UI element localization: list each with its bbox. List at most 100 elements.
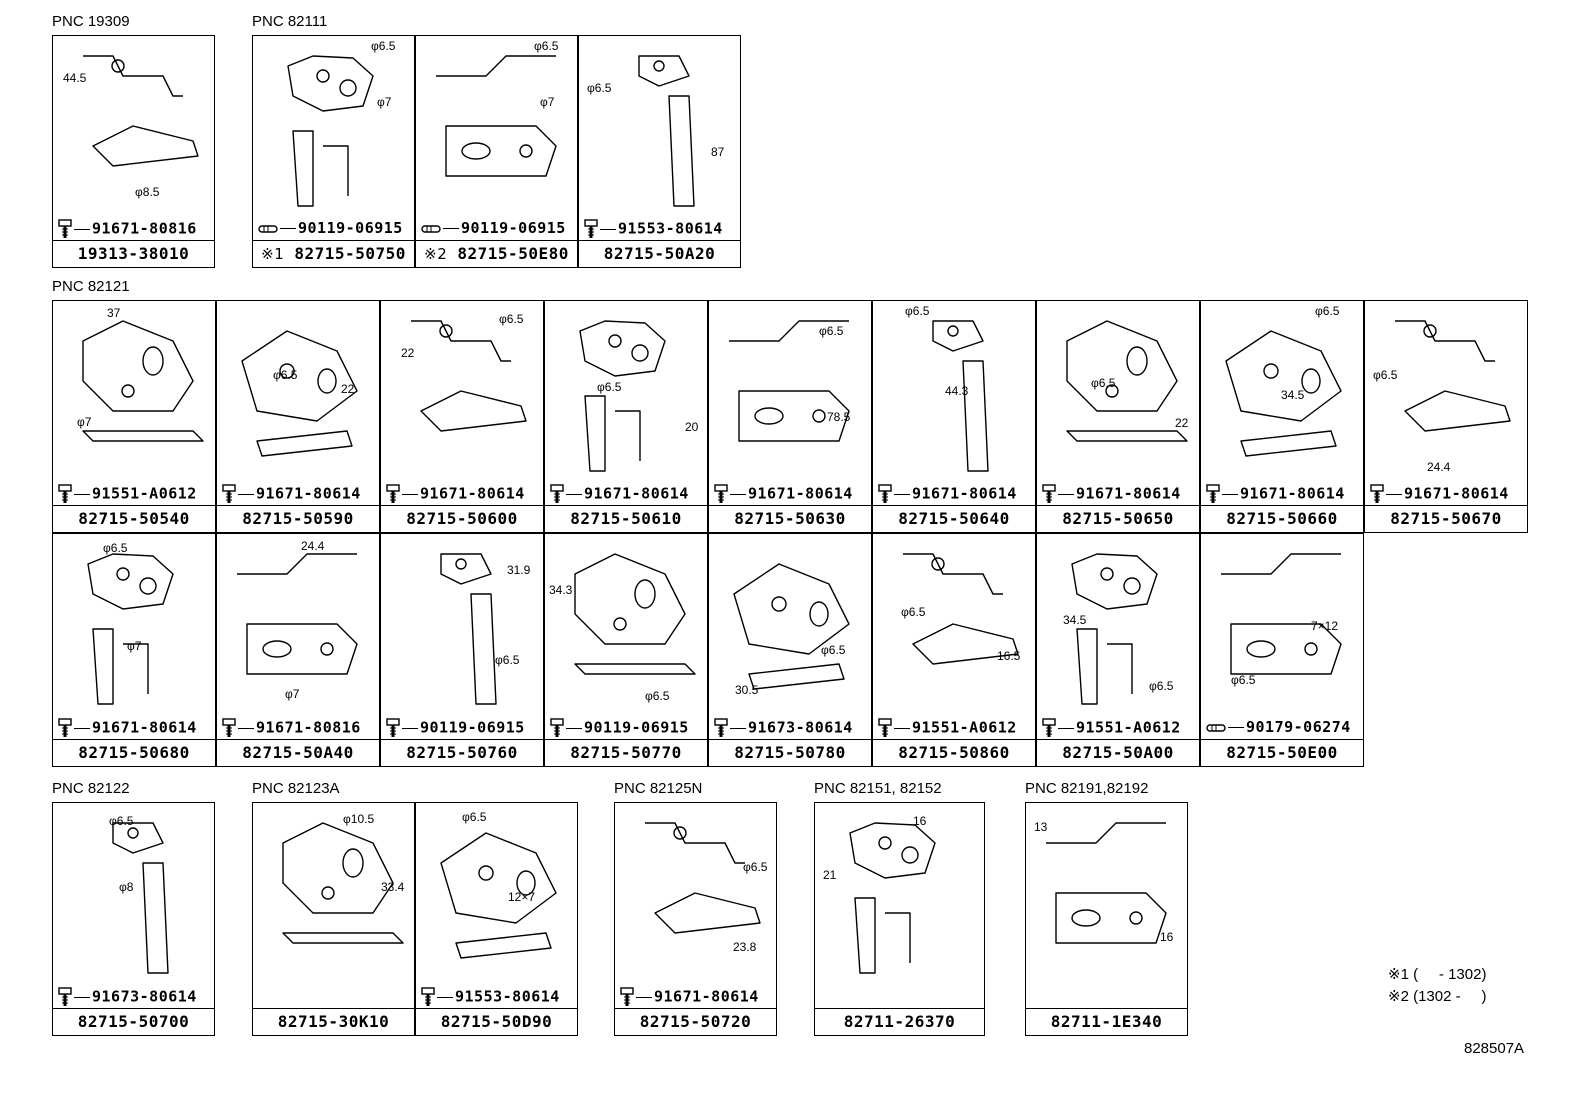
part-number[interactable]: 82715-50680 [53, 739, 215, 766]
part-number-text: 82715-50640 [898, 509, 1010, 528]
fastener-number: 91671-80614 [1240, 484, 1345, 503]
part-number[interactable]: 82715-50630 [709, 505, 871, 532]
dimension-label: φ6.5 [1231, 673, 1256, 687]
bolt-icon [1042, 718, 1056, 737]
fastener-part-number[interactable]: 90119-06915 [550, 718, 689, 738]
fastener-part-number[interactable]: 91671-80614 [58, 718, 197, 738]
fastener-part-number[interactable]: 91671-80614 [222, 484, 361, 504]
fastener-part-number[interactable]: 91553-80614 [584, 219, 723, 239]
part-number[interactable]: 19313-38010 [53, 240, 214, 267]
dimension-label: 37 [107, 306, 121, 320]
part-number-text: 82715-50770 [570, 743, 682, 762]
part-number[interactable]: 82715-50760 [381, 739, 543, 766]
fastener-part-number[interactable]: 91671-80614 [1370, 484, 1509, 504]
part-number[interactable]: 82715-50540 [53, 505, 215, 532]
part-number[interactable]: 82715-50670 [1365, 505, 1527, 532]
dimension-label: φ7 [540, 95, 555, 109]
fastener-part-number[interactable]: 91671-80816 [58, 219, 197, 239]
part-number-text: 82715-50670 [1390, 509, 1502, 528]
fastener-part-number[interactable]: 91673-80614 [714, 718, 853, 738]
fastener-part-number[interactable]: 91671-80614 [620, 987, 759, 1007]
fastener-part-number[interactable]: 91673-80614 [58, 987, 197, 1007]
fastener-part-number[interactable]: 90119-06915 [258, 219, 403, 237]
part-number-text: 82715-50700 [77, 1012, 190, 1031]
leader-line [74, 727, 90, 729]
part-number[interactable]: 82715-50D90 [416, 1008, 577, 1035]
part-number[interactable]: 82711-1E340 [1026, 1008, 1187, 1035]
part-number[interactable]: 82715-50640 [873, 505, 1035, 532]
fastener-number: 91673-80614 [92, 987, 197, 1006]
fastener-part-number[interactable]: 91671-80816 [222, 718, 361, 738]
part-number[interactable]: 82715-50860 [873, 739, 1035, 766]
fastener-part-number[interactable]: 91671-80614 [714, 484, 853, 504]
pnc-group-title: PNC 82111 [252, 13, 328, 30]
part-number[interactable]: 82711-26370 [815, 1008, 984, 1035]
fastener-part-number[interactable]: 91551-A0612 [1042, 718, 1181, 738]
part-number[interactable]: 82715-50600 [381, 505, 543, 532]
fastener-part-number[interactable]: 91671-80614 [386, 484, 525, 504]
fastener-part-number[interactable]: 91671-80614 [1206, 484, 1345, 504]
part-number[interactable]: 82715-50770 [545, 739, 707, 766]
part-number[interactable]: 82715-50A40 [217, 739, 379, 766]
part-number[interactable]: 82715-50700 [53, 1008, 214, 1035]
fastener-number: 90179-06274 [1246, 718, 1351, 736]
part-number[interactable]: 82715-50E00 [1201, 739, 1363, 766]
fastener-part-number[interactable]: 90179-06274 [1206, 718, 1351, 736]
fastener-part-number[interactable]: 91671-80614 [550, 484, 689, 504]
part-number[interactable]: 82715-50660 [1201, 505, 1363, 532]
bolt-icon [620, 987, 634, 1006]
fastener-part-number[interactable]: 90119-06915 [421, 219, 566, 237]
bolt-icon [550, 718, 564, 737]
part-number[interactable]: 82715-50650 [1037, 505, 1199, 532]
fastener-part-number[interactable]: 91551-A0612 [58, 484, 197, 504]
fastener-part-number[interactable]: 91553-80614 [421, 987, 560, 1007]
part-number[interactable]: 82715-50610 [545, 505, 707, 532]
part-number[interactable]: 82715-50780 [709, 739, 871, 766]
fastener-part-number[interactable]: 91551-A0612 [878, 718, 1017, 738]
pnc-group-title: PNC 82125N [614, 780, 703, 797]
part-number[interactable]: 82715-50590 [217, 505, 379, 532]
part-number[interactable]: ※2 82715-50E80 [416, 240, 577, 267]
fastener-part-number[interactable]: 90119-06915 [386, 718, 525, 738]
part-number[interactable]: 82715-30K10 [253, 1008, 414, 1035]
part-number[interactable]: 82715-50720 [615, 1008, 776, 1035]
fastener-part-number[interactable]: 91671-80614 [1042, 484, 1181, 504]
dimension-label: φ6.5 [462, 810, 487, 824]
part-number[interactable]: 82715-50A20 [579, 240, 740, 267]
fastener-part-number[interactable]: 91671-80614 [878, 484, 1017, 504]
part-drawing [638, 55, 695, 207]
pnc-group-title: PNC 82122 [52, 780, 130, 797]
dimension-label: 33.4 [381, 880, 405, 894]
part-number[interactable]: ※1 82715-50750 [253, 240, 414, 267]
leader-line [238, 493, 254, 495]
dimension-label: φ6.5 [109, 814, 134, 828]
part-number[interactable]: 82715-50A00 [1037, 739, 1199, 766]
